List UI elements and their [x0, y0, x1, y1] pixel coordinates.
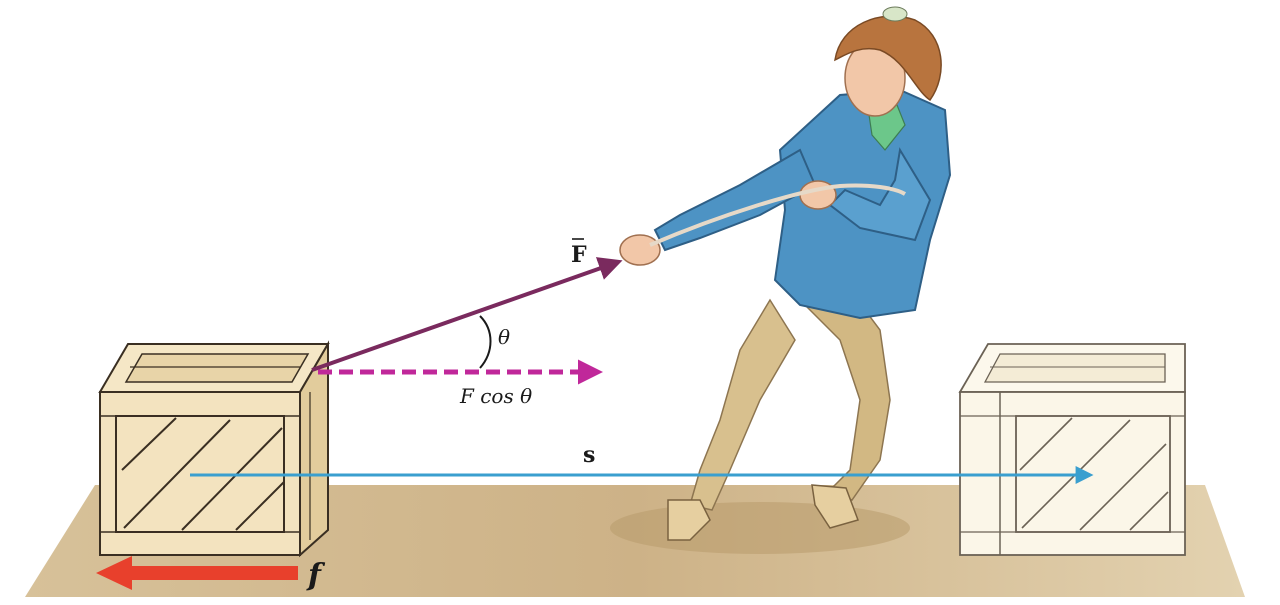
- displacement-label: s: [583, 442, 595, 468]
- crate-right: [958, 343, 1186, 556]
- crate-left: [98, 340, 330, 558]
- angle-arc: [479, 315, 492, 369]
- woman-pulling: [619, 6, 952, 541]
- force-label-group: F: [571, 238, 587, 268]
- angle-label: θ: [498, 325, 510, 349]
- friction-arrow: [96, 556, 298, 590]
- horizontal-component-label: F cos θ: [459, 384, 532, 408]
- force-vector-arrow: [311, 257, 623, 372]
- force-label: F: [571, 242, 587, 268]
- floor-shadow: [610, 502, 910, 554]
